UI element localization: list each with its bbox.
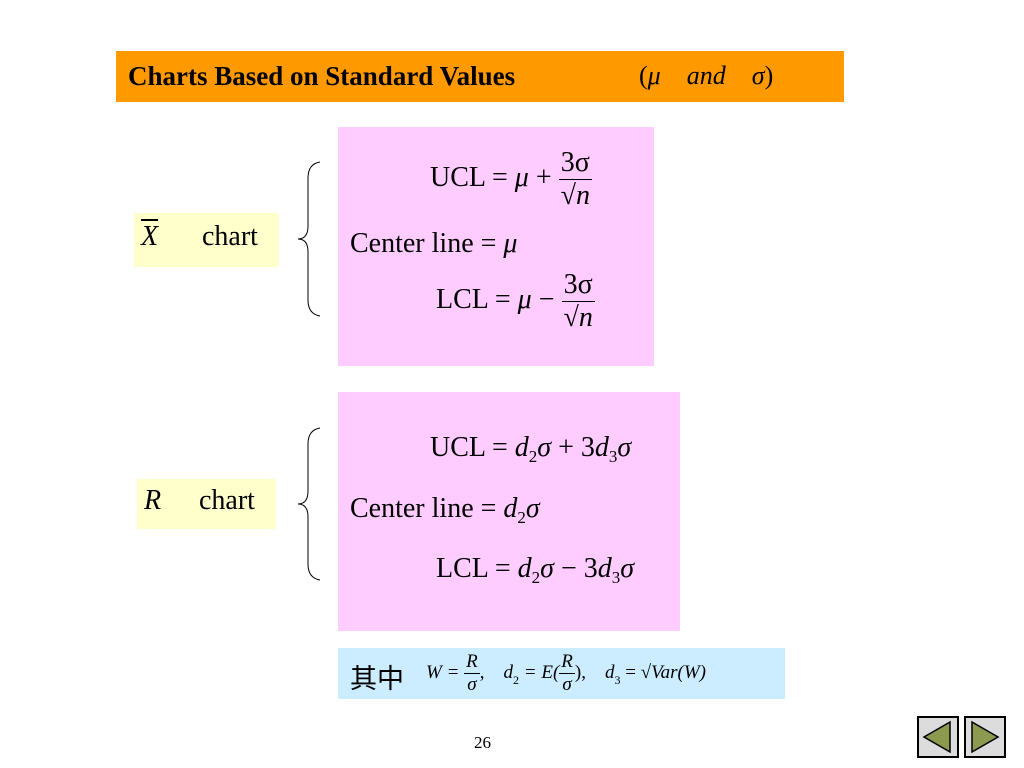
note-prefix: 其中 [350,664,404,695]
r-symbol: R [144,485,162,516]
xbar-ucl-fraction: 3σ√n [558,147,592,211]
xbar-ucl-formula: UCL = μ + 3σ√n [430,147,592,211]
r-formula-box: UCL = d2σ + 3d3σ Center line = d2σ LCL =… [338,392,680,631]
title-parameters: (μ and σ) [639,61,774,90]
triangle-right-icon [971,720,1000,754]
xbar-brace [297,161,321,317]
page-number: 26 [474,733,491,752]
xbar-chart-label: X chart [134,213,279,267]
r-center-formula: Center line = d2σ [350,493,540,527]
r-chart-word: chart [199,485,255,516]
xbar-lcl-fraction: 3σ√n [561,269,595,333]
r-ucl-formula: UCL = d2σ + 3d3σ [430,432,632,466]
slide-title: Charts Based on Standard Values [128,61,516,91]
xbar-center-formula: Center line = μ [350,228,518,259]
title-bar: Charts Based on Standard Values (μ and σ… [116,51,844,102]
xbar-symbol: X [141,221,159,252]
next-slide-button[interactable] [964,716,1006,758]
r-brace [297,427,321,581]
xbar-formula-box: UCL = μ + 3σ√n Center line = μ LCL = μ −… [338,127,654,366]
previous-slide-button[interactable] [917,716,959,758]
r-chart-label: R chart [137,479,276,529]
xbar-lcl-formula: LCL = μ − 3σ√n [436,269,595,333]
triangle-left-icon [922,720,951,754]
xbar-chart-word: chart [202,221,258,252]
r-lcl-formula: LCL = d2σ − 3d3σ [436,553,635,587]
